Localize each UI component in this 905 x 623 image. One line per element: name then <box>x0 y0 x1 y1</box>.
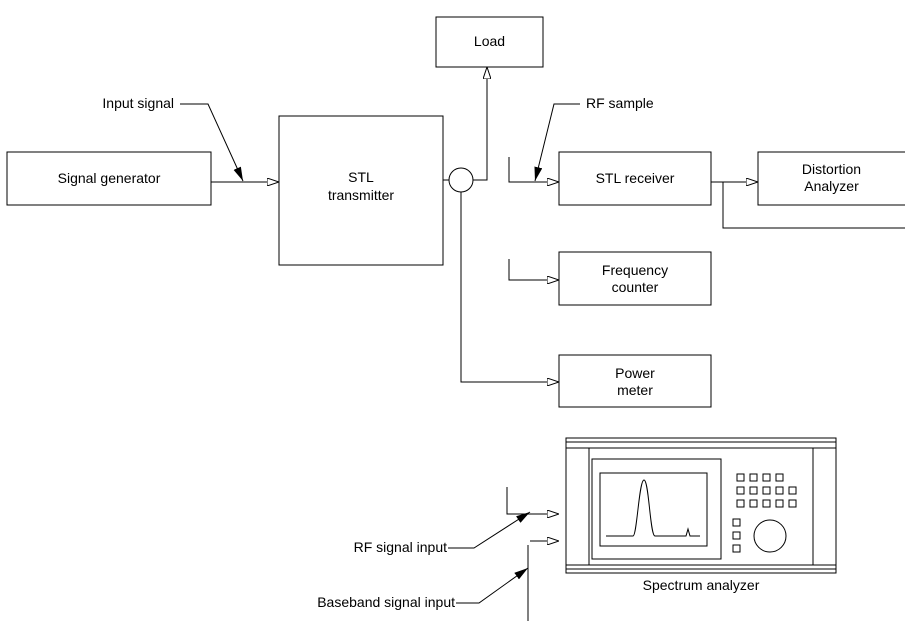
stl-receiver-label: STL receiver <box>595 170 675 186</box>
load-label: Load <box>473 33 506 49</box>
power-meter-label-line1: Power <box>615 365 655 381</box>
distortion-analyzer-label-line1: Distortion <box>801 161 862 177</box>
coupler-to-load-line <box>473 67 487 181</box>
stl-transmitter-label-line2: transmitter <box>327 187 395 203</box>
frequency-counter-label-line1: Frequency <box>601 262 669 278</box>
spectrum-analyzer-label: Spectrum analyzer <box>642 577 760 593</box>
distortion-analyzer-label-line2: Analyzer <box>804 178 859 194</box>
baseband-input-leader <box>456 567 529 604</box>
frequency-counter-connector-line <box>508 259 559 280</box>
tuning-knob <box>753 519 787 553</box>
rf-coupler <box>448 167 474 193</box>
distortion-analyzer-box <box>757 151 905 206</box>
rf-signal-input-leader <box>448 511 531 549</box>
stl-receiver-box <box>558 151 712 206</box>
stl-transmitter-label-line1: STL <box>348 169 374 185</box>
spectrum-trace <box>606 479 700 537</box>
input-signal-callout: Input signal <box>102 95 174 111</box>
power-meter-box <box>558 354 712 408</box>
rf-sample-leader <box>534 103 580 182</box>
signal-generator-label: Signal generator <box>57 170 161 186</box>
rf-sample-connector-line <box>508 157 559 182</box>
power-meter-label-line2: meter <box>617 382 653 398</box>
rf-sample-callout: RF sample <box>586 95 654 111</box>
input-signal-leader <box>180 103 244 182</box>
stl-transmitter-box <box>278 115 444 266</box>
rf-signal-input-callout: RF signal input <box>353 539 447 555</box>
rf-input-connector-line <box>506 487 559 514</box>
frequency-counter-box <box>558 251 712 306</box>
spectrum-analyzer-instrument <box>565 437 837 574</box>
coupler-to-power-meter-line <box>460 192 559 382</box>
frequency-counter-label-line2: counter <box>611 279 659 295</box>
baseband-signal-input-callout: Baseband signal input <box>317 594 455 610</box>
receiver-output-line <box>722 182 905 229</box>
signal-generator-box <box>6 151 212 206</box>
